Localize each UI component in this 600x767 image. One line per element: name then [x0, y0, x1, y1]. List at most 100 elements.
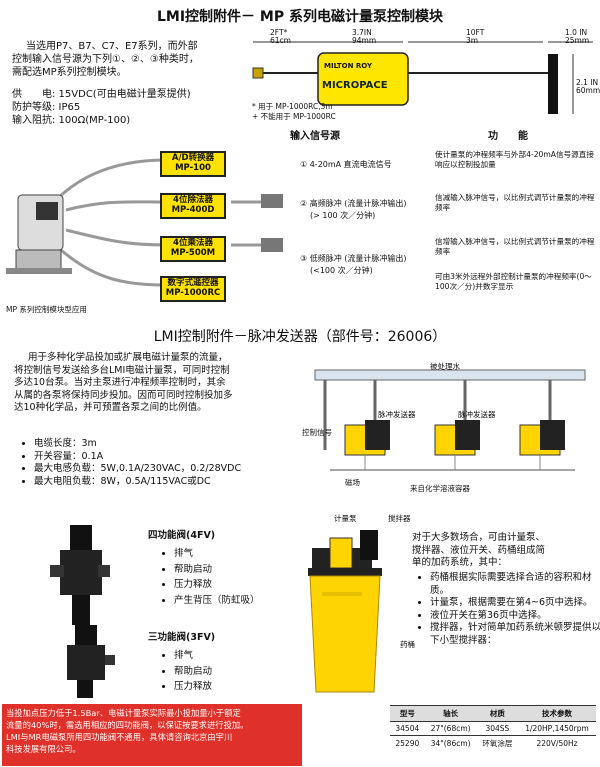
bullet-item: 计量泵，根据需要在第4~6页中选择。 [430, 597, 600, 610]
bullet-item: 液位开关在第36页中选择。 [430, 610, 600, 623]
dim-label: 94mm [352, 36, 377, 45]
table-cell: 304SS [476, 721, 519, 736]
dim-label: 3.7IN [352, 28, 372, 37]
signal-source: ① 4-20mA 直流电流信号 [300, 160, 392, 169]
feature-item: 压力释放 [174, 579, 260, 592]
valve-3fv-image [67, 625, 115, 698]
column-header-input: 输入信号源 [290, 131, 340, 142]
warning-line: 流量的40%时，需选用相应的四功能阀，以保证按要求进行投加。 [6, 720, 249, 730]
dimension-drawing [252, 41, 593, 114]
note: * 用于 MP-1000RC,3m [252, 102, 333, 111]
valve-4fv-features: 排气 帮助启动 压力释放 产生背压（防虹吸） [160, 548, 260, 607]
dim-label: 25mm [565, 36, 590, 45]
module-mp500m: 4位乘法器 MP-500M [160, 236, 226, 262]
tank-system-text: 对于大多数场合，可由计量泵、 搅拌器、液位开关、药桶组成简 单的加药系统，其中： [412, 532, 597, 570]
body-line: 单的加药系统，其中： [412, 557, 508, 568]
valve-4fv-image [50, 525, 110, 625]
bullet-item: 搅拌器，针对简单加药系统米顿罗提供以下小型搅拌器： [430, 622, 600, 647]
spec-item: 最大电感负载：5W,0.1A/230VAC，0.2/28VDC [34, 463, 304, 476]
table-cell: 环氧涂层 [476, 735, 519, 751]
body-line: 搅拌器、液位开关、药桶组成简 [412, 544, 546, 556]
signal-source: (<100 次／分钟) [310, 266, 373, 275]
module-mp400d: 4位除法器 MP-400D [160, 193, 226, 219]
feature-item: 帮助启动 [174, 666, 212, 679]
table-cell: 34504 [390, 721, 425, 736]
feature-item: 帮助启动 [174, 564, 260, 577]
spec-line: 输入阻抗: 100Ω(MP-100) [12, 115, 131, 126]
dosing-tank-image [308, 530, 382, 693]
dim-label: 1.0 IN [565, 28, 588, 37]
spec-item: 电缆长度：3m [34, 438, 304, 451]
body-line: 将控制信号发送给多台LMI电磁计量泵，可同时控制 [14, 364, 230, 376]
module-model: MP-400D [171, 205, 215, 215]
module-model: MP-100 [175, 163, 211, 173]
body-line: 从属的各泵将保持同步投加。因而可同时控制投加多 [14, 389, 233, 401]
table-cell: 1/20HP,1450rpm [518, 721, 596, 736]
sender-description: 用于多种化学品投加或扩展电磁计量泵的流量， 将控制信号发送给多台LMI电磁计量泵… [14, 352, 284, 415]
diagram-label: 被处理水 [430, 362, 460, 371]
warning-note: 当投加点压力低于1.5Bar、电磁计量泵实际最小投加量小于额定 流量的40%时，… [2, 704, 302, 766]
table-header: 材质 [476, 705, 519, 722]
function-text: 信增输入脉冲信号，以比例式调节计量泵的冲程频率 [435, 237, 595, 256]
warning-line: 当投加点压力低于1.5Bar、电磁计量泵实际最小投加量小于额定 [6, 708, 241, 718]
body-line: 达10种化学品，并可预置各泵之间的比例值。 [14, 402, 207, 413]
dim-label: 10FT [466, 28, 485, 37]
note: + 不能用于 MP-1000RC [252, 112, 336, 121]
bullet-item: 药桶根据实际需要选择合适的容积和材质。 [430, 572, 600, 597]
product-name: MICROPACE [322, 80, 388, 91]
module-name: 4位除法器 [173, 195, 213, 205]
warning-line: LMI与MR电磁泵所用四功能阀不通用，具体请咨询北京由宇川 [6, 732, 233, 742]
warning-line: 科技发展有限公司。 [6, 744, 81, 754]
body-line: 用于多种化学品投加或扩展电磁计量泵的流量， [28, 352, 228, 363]
module-name: 4位乘法器 [173, 238, 213, 248]
diagram-label: 搅拌器 [388, 514, 411, 523]
function-text: 信减输入脉冲信号，以比例式调节计量泵的冲程频率 [435, 193, 595, 212]
table-cell: 34"(86cm) [424, 735, 477, 751]
diagram-label: 脉冲发送器 [378, 410, 416, 419]
section2-title: LMI控制附件－脉冲发送器（部件号：26006） [153, 329, 447, 345]
intro-text: 当选用P7、B7、C7、E7系列，而外部 控制输入信号源为下列①、②、③种类时，… [12, 40, 242, 79]
intro-line: 当选用P7、B7、C7、E7系列，而外部 [26, 41, 198, 52]
table-header: 轴长 [424, 705, 477, 722]
table-header: 技术参数 [518, 705, 596, 722]
table-cell: 27"(68cm) [424, 721, 477, 736]
body-line: 多达10台泵。当对主泵进行冲程频率控制时，其余 [14, 377, 226, 388]
table-row: 34504 27"(68cm) 304SS 1/20HP,1450rpm [390, 721, 596, 736]
feature-item: 压力释放 [174, 681, 212, 694]
diagram-label: 脉冲发送器 [458, 410, 496, 419]
valve-4fv-title: 四功能阀(4FV) [148, 530, 216, 541]
table-header: 型号 [390, 705, 425, 722]
signal-source: (> 100 次／分钟) [310, 211, 376, 220]
module-name: 数字式遥控器 [167, 278, 219, 288]
spec-item: 最大电阻负载：8W，0.5A/115VAC或DC [34, 476, 304, 489]
valve-3fv-features: 排气 帮助启动 压力释放 [160, 650, 212, 694]
column-header-function: 功 能 [488, 131, 528, 142]
diagram-label: 药桶 [400, 640, 415, 649]
pulse-sender-diagram [314, 369, 586, 471]
module-mp100: A/D转换器 MP-100 [160, 151, 226, 177]
valve-3fv-title: 三功能阀(3FV) [148, 632, 216, 643]
table-cell: 25290 [390, 735, 425, 751]
sender-specs: 电缆长度：3m 开关容量：0.1A 最大电感负载：5W,0.1A/230VAC，… [20, 438, 304, 488]
module-model: MP-1000RC [165, 288, 221, 298]
figure-caption: MP 系列控制模块型应用 [6, 305, 87, 314]
diagram-label: 控制信号 [302, 428, 332, 437]
module-name: A/D转换器 [171, 153, 215, 163]
diagram-label: 磁场 [345, 478, 360, 487]
function-text: 使计量泵的冲程频率与外部4-20mA信号源直接响应以控制投加量 [435, 150, 594, 169]
feature-item: 产生背压（防虹吸） [174, 595, 260, 608]
feature-item: 排气 [174, 548, 260, 561]
table-cell: 220V/50Hz [518, 735, 596, 751]
table-row: 25290 34"(86cm) 环氧涂层 220V/50Hz [390, 735, 596, 751]
dim-label: 2FT* [270, 28, 288, 37]
signal-source: ③ 低频脉冲 (流量计脉冲输出) [300, 254, 407, 263]
dim-label: 60mm [576, 86, 600, 95]
section1-title: LMI控制附件－ MP 系列电磁计量泵控制模块 [156, 9, 443, 25]
module-wiring-diagram [6, 158, 283, 287]
module-model: MP-500M [170, 248, 216, 258]
spec-line: 防护等级: IP65 [12, 102, 81, 113]
mixer-spec-table: 型号 轴长 材质 技术参数 34504 27"(68cm) 304SS 1/20… [390, 705, 596, 751]
intro-line: 需配选MP系列控制模块。 [12, 67, 127, 78]
module-mp1000rc: 数字式遥控器 MP-1000RC [160, 276, 226, 302]
table-header-row: 型号 轴长 材质 技术参数 [390, 705, 596, 722]
